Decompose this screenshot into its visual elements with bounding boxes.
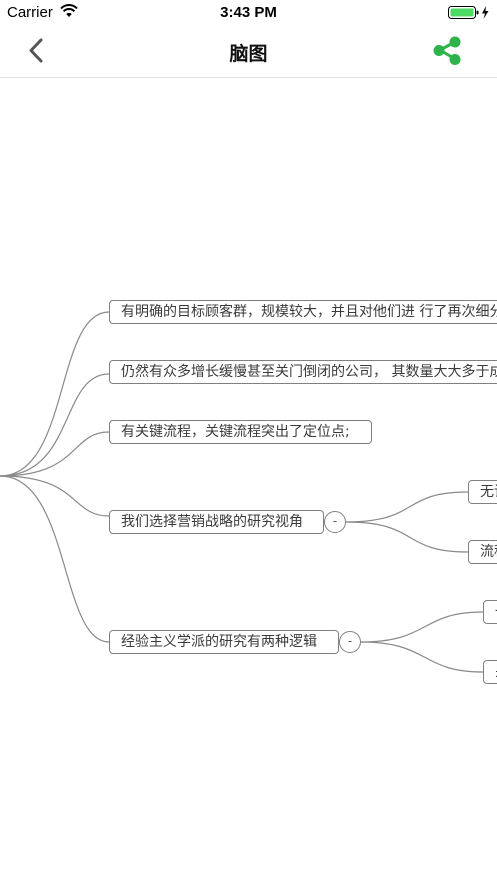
status-bar: Carrier 3:43 PM bbox=[0, 0, 497, 26]
back-button[interactable] bbox=[22, 36, 52, 66]
mindmap-node[interactable]: 经验主义学派的研究有两种逻辑 bbox=[109, 630, 339, 654]
mindmap-child-node[interactable]: 流程视角 bbox=[468, 540, 497, 564]
navigation-bar: 脑图 bbox=[0, 26, 497, 78]
share-icon bbox=[433, 36, 461, 65]
mindmap-node[interactable]: 有关键流程，关键流程突出了定位点; bbox=[109, 420, 372, 444]
collapse-toggle[interactable]: - bbox=[339, 631, 361, 653]
collapse-toggle[interactable]: - bbox=[324, 511, 346, 533]
share-button[interactable] bbox=[430, 35, 466, 67]
mindmap-node[interactable]: 仍然有众多增长缓慢甚至关门倒闭的公司， 其数量大大多于成功的公司 bbox=[109, 360, 497, 384]
battery-icon bbox=[448, 5, 494, 25]
mindmap-node[interactable]: 我们选择营销战略的研究视角 bbox=[109, 510, 324, 534]
carrier-label: Carrier bbox=[7, 4, 53, 21]
mindmap-child-node[interactable]: 一种逻辑 bbox=[483, 600, 497, 624]
mindmap-child-node[interactable]: 无论是营销战略 bbox=[468, 480, 497, 504]
status-time: 3:43 PM bbox=[220, 4, 277, 21]
page-title: 脑图 bbox=[229, 43, 268, 65]
mindmap-child-node[interactable]: 另一种逻辑 bbox=[483, 660, 497, 684]
mindmap-connectors bbox=[0, 311, 484, 673]
chevron-left-icon bbox=[29, 38, 43, 63]
mindmap-node[interactable]: 有明确的目标顾客群，规模较大，并且对他们进 行了再次细分 bbox=[109, 300, 497, 324]
mindmap-canvas[interactable]: 有明确的目标顾客群，规模较大，并且对他们进 行了再次细分 仍然有众多增长缓慢甚至… bbox=[0, 78, 497, 883]
wifi-icon bbox=[60, 4, 78, 22]
